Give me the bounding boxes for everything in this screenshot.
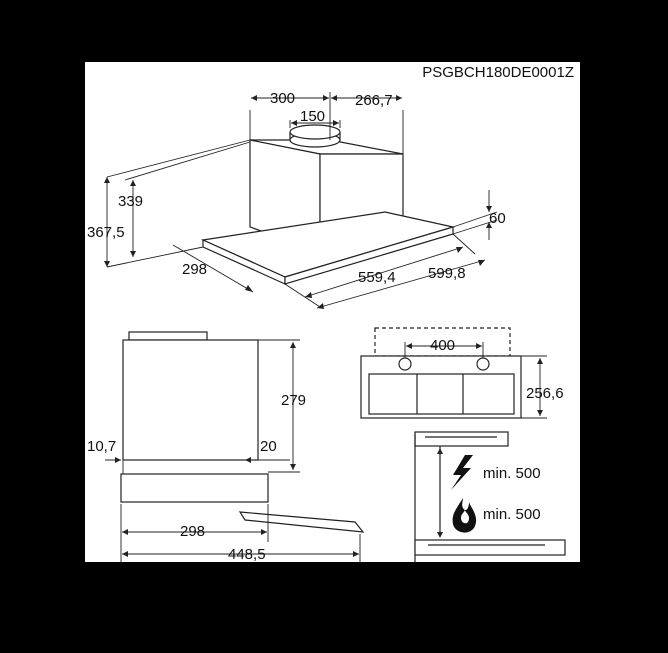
clearance-diagram <box>414 431 566 562</box>
dim-side-depth: 298 <box>180 523 205 540</box>
installation-drawing-sheet: PSGBCH180DE0001Z <box>85 62 580 562</box>
dim-offset-right: 20 <box>260 438 277 455</box>
iso-hood <box>200 124 456 285</box>
flame-icon <box>452 498 477 533</box>
front-view-hood <box>360 327 522 419</box>
dim-outlet: 150 <box>300 108 325 125</box>
dim-inner-width: 559,4 <box>358 269 396 286</box>
clearance-electric-label: min. 500 <box>483 465 541 482</box>
dim-width-top: 300 <box>270 90 295 107</box>
dim-depth-top: 266,7 <box>355 92 393 109</box>
lightning-icon <box>451 455 473 490</box>
dim-hole-spacing: 400 <box>430 337 455 354</box>
model-code: PSGBCH180DE0001Z <box>422 64 574 81</box>
dim-side-height: 279 <box>281 392 306 409</box>
dim-outer-width: 599,8 <box>428 265 466 282</box>
dim-total-height: 367,5 <box>87 224 125 241</box>
dim-chimney-height: 339 <box>118 193 143 210</box>
dim-depth-front: 298 <box>182 261 207 278</box>
clearance-gas-label: min. 500 <box>483 506 541 523</box>
side-view-hood <box>120 331 365 533</box>
technical-drawing: 300 266,7 150 339 367,5 60 298 559,4 599… <box>87 90 566 562</box>
dim-panel-thickness: 60 <box>489 210 506 227</box>
dim-offset-left: 10,7 <box>87 438 116 455</box>
dim-front-height: 256,6 <box>526 385 564 402</box>
dim-total-depth: 448,5 <box>228 546 266 562</box>
